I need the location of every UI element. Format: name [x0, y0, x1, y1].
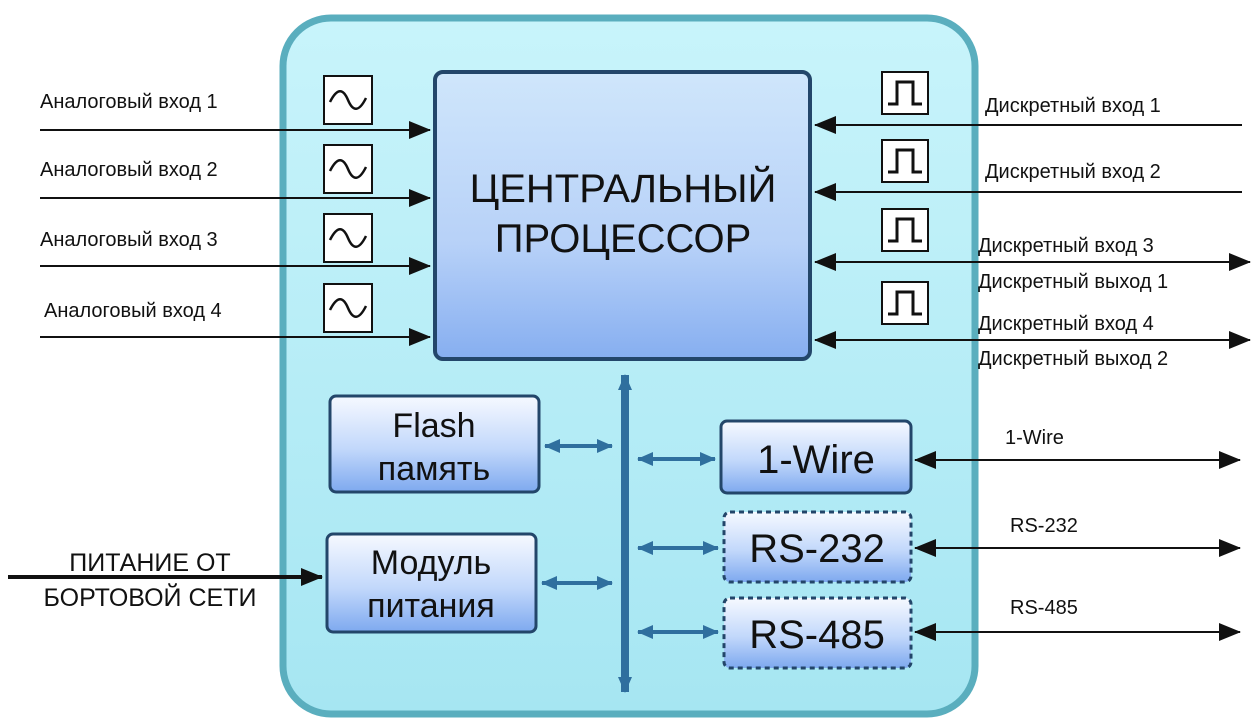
cpu-label-line1: ЦЕНТРАЛЬНЫЙ [470, 165, 777, 211]
sine-wave-icon [323, 144, 373, 194]
rs232-block: RS-232 [722, 510, 913, 584]
power-label-line2: питания [367, 587, 495, 625]
discrete-input-4-label: Дискретный вход 4 [978, 313, 1154, 335]
flash-memory-block: Flash память [328, 394, 541, 494]
power-module-block: Модуль питания [325, 532, 538, 634]
discrete-output-2-label: Дискретный выход 2 [978, 348, 1168, 370]
analog-input-2-label: Аналоговый вход 2 [40, 159, 218, 181]
discrete-input-1-label: Дискретный вход 1 [985, 95, 1161, 117]
ext-rs485-label: RS-485 [1010, 597, 1078, 619]
rs485-block-label: RS-485 [749, 613, 885, 657]
flash-label-line1: Flash [392, 407, 475, 445]
sine-wave-icon [323, 75, 373, 125]
square-pulse-icon [881, 71, 929, 115]
power-input-label-line1: ПИТАНИЕ ОТ [69, 549, 230, 577]
square-pulse-icon [881, 139, 929, 183]
onewire-block: 1-Wire [719, 419, 913, 495]
square-pulse-icon [881, 208, 929, 252]
discrete-output-1-label: Дискретный выход 1 [978, 271, 1168, 293]
cpu-label-line2: ПРОЦЕССОР [495, 217, 752, 261]
power-input-label-line2: БОРТОВОЙ СЕТИ [44, 582, 257, 612]
rs232-block-label: RS-232 [749, 527, 885, 571]
discrete-input-3-label: Дискретный вход 3 [978, 235, 1154, 257]
discrete-input-2-label: Дискретный вход 2 [985, 161, 1161, 183]
analog-input-3-label: Аналоговый вход 3 [40, 229, 218, 251]
rs485-block: RS-485 [722, 596, 913, 670]
flash-label-line2: память [378, 450, 490, 488]
sine-wave-icon [323, 283, 373, 333]
power-label-line1: Модуль [371, 544, 492, 582]
ext-rs232-label: RS-232 [1010, 515, 1078, 537]
sine-wave-icon [323, 213, 373, 263]
ext-onewire-label: 1-Wire [1005, 427, 1064, 449]
onewire-block-label: 1-Wire [757, 438, 875, 482]
analog-input-1-label: Аналоговый вход 1 [40, 91, 218, 113]
square-pulse-icon [881, 281, 929, 325]
cpu-block: ЦЕНТРАЛЬНЫЙ ПРОЦЕССОР [433, 70, 812, 361]
analog-input-4-label: Аналоговый вход 4 [44, 300, 222, 322]
